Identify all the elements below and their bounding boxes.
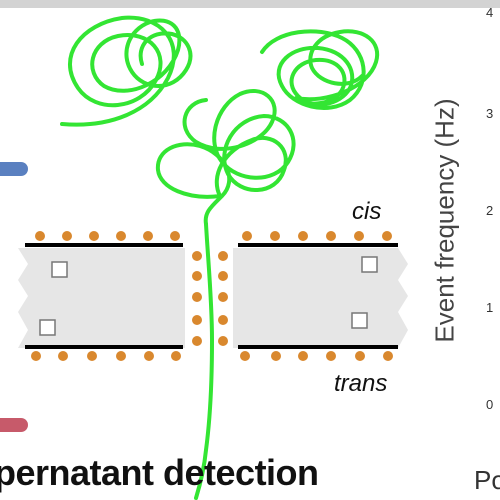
cis-side-label: cis (352, 198, 382, 225)
blue-capsule (0, 162, 28, 176)
bottom-right-fragment: Po (474, 465, 500, 495)
square-marker (51, 261, 68, 278)
green-strand-left-coil (60, 15, 193, 127)
square-marker (361, 256, 378, 273)
square-marker (351, 312, 368, 329)
y-tick-label: 2 (486, 203, 494, 218)
green-strand-center-coil (155, 88, 296, 226)
square-marker (39, 319, 56, 336)
green-strand-threading (194, 222, 214, 500)
y-tick-label: 4 (486, 5, 494, 20)
y-tick-label: 1 (486, 300, 494, 315)
trans-side-label: trans (334, 370, 388, 397)
right-membrane-slab (233, 248, 408, 348)
bottom-title-fragment: pernatant detection (0, 452, 319, 493)
green-strand-right-coil (260, 29, 380, 110)
y-axis-label: Event frequency (Hz) (429, 98, 460, 343)
y-tick-label: 3 (486, 106, 494, 121)
y-tick-label: 0 (486, 397, 494, 412)
top-border-bar (0, 0, 500, 8)
surface-beads (31, 231, 393, 361)
red-capsule (0, 418, 28, 432)
